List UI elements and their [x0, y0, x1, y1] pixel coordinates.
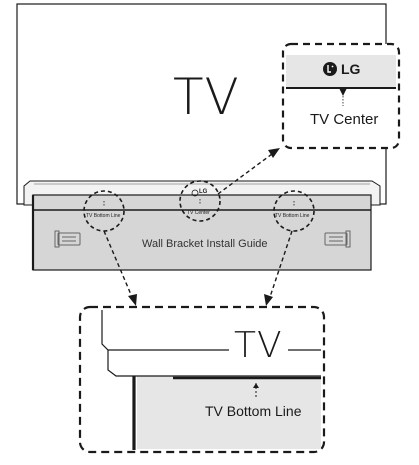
tv-corner-outline — [101, 310, 321, 351]
small-lg-logo-text: LG — [199, 189, 208, 195]
guide-label: Wall Bracket Install Guide — [142, 238, 268, 250]
small-right-bottom-label: TV Bottom Line — [275, 213, 310, 219]
lg-logo-icon — [323, 62, 337, 76]
bracket-icon-right — [324, 230, 351, 248]
tv-main-label: TV — [173, 68, 240, 126]
center-marker-circle — [179, 180, 221, 222]
arrow-right-to-bottom-zoom — [269, 230, 293, 298]
bracket-plate — [32, 194, 372, 271]
arrow-to-center-zoom — [217, 153, 273, 195]
small-center-label: TV Center — [187, 210, 210, 216]
arrow-left-to-bottom-zoom — [103, 230, 133, 298]
zoom-bottom-label: TV Bottom Line — [205, 403, 302, 419]
small-left-bottom-label: TV Bottom Line — [86, 213, 121, 219]
lg-logo-small-icon — [191, 189, 199, 197]
right-marker-circle — [273, 190, 315, 232]
bracket-icon-left — [54, 230, 81, 248]
zoom-lg-logo-text: LG — [341, 61, 361, 77]
zoom-tv-label: TV — [229, 328, 288, 364]
zoom-center-label: TV Center — [310, 111, 379, 128]
center-pin-icon — [339, 88, 347, 96]
